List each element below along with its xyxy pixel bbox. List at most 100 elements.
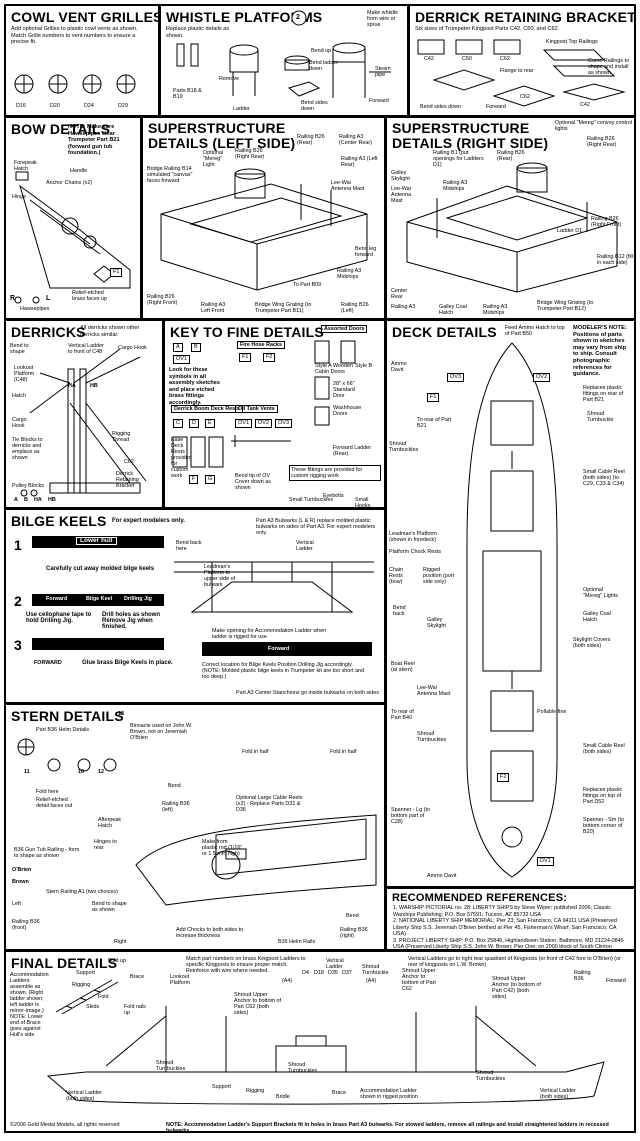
part-label: D24 (84, 103, 94, 109)
bow-label: Forepeak Hatch (14, 160, 37, 172)
stern-label: 12 (98, 769, 104, 775)
final-label: Skids (86, 1004, 100, 1010)
super-right-label: Railing B26 (Right Front) (591, 216, 622, 228)
deck-label: Skylight Covers (both sides) (573, 637, 611, 649)
final-label: Accommodation Ladder shown in rigged pos… (360, 1088, 418, 1100)
super-right-label: Ladder D1 (557, 228, 583, 234)
whistle-label: Steam pipe (375, 66, 391, 78)
derrick-label: HB (48, 497, 56, 503)
final-label: Support (76, 970, 95, 976)
stern-label: Part B36 Helm Details (36, 727, 90, 733)
bow-label: Relief-etched brass faces up (72, 290, 108, 302)
super-right-label: Optional "Mereg" convoy control lights (555, 120, 632, 132)
stern-label: B36 Helm Rails (278, 939, 316, 945)
helm-drawing (17, 738, 117, 772)
bow-drawing (14, 171, 131, 304)
symbol-badge: D (189, 419, 199, 428)
panel-final-details: FINAL DETAILS Accommodation Ladders asse… (6, 952, 634, 1131)
derrick-label: Bend to shape (10, 343, 29, 355)
deck-label: Shroud Turnbuckles (417, 731, 447, 743)
stern-label: Right (114, 939, 127, 945)
forward-bar (202, 642, 372, 656)
legend-right: R (10, 295, 16, 302)
symbol-badge: F1 (239, 353, 252, 362)
deck-label: Ammo Davit (427, 873, 457, 879)
panel-stern-details: STERN DETAILS Part B36 Helm Details 11 1… (6, 705, 384, 949)
derrick-label: HA (68, 383, 76, 389)
deck-label: Platform Chock Rests (389, 549, 442, 555)
key-label: Washhouse Doors (333, 405, 362, 417)
key-label: Bend tip of OV Cover down as shown (235, 473, 271, 491)
bilge-label: Leadman's Platform to upper side of bulw… (204, 564, 236, 588)
whistle-label: Remove (219, 76, 240, 82)
stern-label: Fold in half (330, 749, 357, 755)
derrick-label: Tie Blocks to derricks and emplace as sh… (12, 437, 43, 461)
bracket-drawing (417, 39, 626, 107)
deck-label: To rear of Part B40 (391, 709, 414, 721)
symbol-badge: OV3 (275, 419, 293, 428)
final-label: (A4) (366, 978, 377, 984)
bilge-label: Drill holes as shown Remove Jig when fin… (102, 612, 161, 630)
panel-superstructure-right: SUPERSTRUCTURE DETAILS (RIGHT SIDE) Opti… (387, 118, 634, 318)
stern-label: Hinges to rear (94, 839, 117, 851)
whistle-label: Ladder (233, 106, 250, 112)
whistle-label: Bend up (311, 48, 332, 54)
bilge-label: Make opening for Accommodation Ladder wh… (212, 628, 327, 640)
step-number: 1 (14, 537, 22, 553)
final-label: Vertical Ladders go to right rear quadra… (408, 956, 621, 968)
final-label: Brace (332, 1090, 347, 1096)
group-label: Oil Tank Vents (235, 405, 278, 413)
bilge-label: FORWARD (34, 660, 62, 666)
deck-label: Galley Coal Hatch (583, 611, 611, 623)
stern-label: B36 Gun Tub Railing - form to shape as s… (14, 847, 80, 859)
accommodation-ladder-drawing (55, 979, 119, 1015)
final-label: Shroud Turnbuckles (156, 1060, 186, 1072)
final-label: Shroud Upper Anchor to bottom of Part C6… (402, 968, 436, 992)
super-left-label: Optional "Mereg" Light (203, 150, 224, 168)
final-label: Fold (98, 994, 109, 1000)
derrick-label: Lookout Platform (C48) (14, 365, 35, 383)
bracket-label: C42 (424, 56, 434, 62)
final-label: Railing B36 (574, 970, 591, 982)
section-note: All derricks shown other derricks simila… (80, 325, 140, 338)
door-drawing (314, 340, 356, 426)
stern-label: Railing B36 (front) (12, 919, 40, 931)
deck-label: Lee-Wai Antenna Mast (417, 685, 451, 697)
stern-label: Brown (12, 879, 29, 885)
super-left-label: Bridge Wing Grating (to Trumpeter Part B… (255, 302, 312, 314)
section-title: COWL VENT GRILLES (11, 9, 158, 25)
bilge-label: Bend back here (176, 540, 202, 552)
key-label: Ease Deck Rests provided for custom work (171, 437, 192, 479)
super-left-label: Railing B26 (Left) (341, 302, 369, 314)
stern-label: Afterpeak Hatch (98, 817, 122, 829)
section-title: BOW DETAILS (11, 121, 111, 137)
deck-label: Boat Reel (at stern) (391, 661, 415, 673)
fitting-symbol-f1: F1 (110, 268, 123, 277)
super-right-label: Railing A3 Midships (443, 180, 468, 192)
stern-label: O'Brien (12, 867, 32, 873)
section-note: Six sizes of Trumpeter Kingpost Parts C4… (415, 26, 560, 32)
deck-label: Spanner - Sm (to bottom corner of B20) (583, 817, 625, 835)
deck-label: Ammo Davit (391, 361, 407, 373)
super-left-label: Railing A3 Left Front (201, 302, 226, 314)
bracket-label: C62 (500, 56, 510, 62)
super-right-label: Bridge Wing Grating (to Trumpeter Part B… (537, 300, 594, 312)
deck-label: Shroud Turnbuckle (587, 411, 614, 423)
final-label: Match part numbers on brass Kingpost Lad… (186, 956, 306, 974)
section-title: STERN DETAILS (11, 708, 124, 724)
bilge-label: Use cellophane tape to hold Drilling Jig… (26, 612, 92, 624)
super-left-label: Railing B26 (Right Front) (147, 294, 178, 306)
deck-label: Rigged position (port side only) (423, 567, 455, 585)
final-label: D35 (328, 970, 338, 976)
final-label: D4 (302, 970, 309, 976)
deck-label: To rear of Part B21 (417, 417, 452, 429)
panel-references: RECOMMENDED REFERENCES: 1. WARSHIP PICTO… (387, 889, 634, 949)
section-note: Add optional Grilles to plastic cowl ven… (11, 26, 138, 46)
final-label: Vertical Ladder (both sides) (66, 1090, 102, 1102)
whistle-label: Make whistle from wire or sprue (367, 10, 399, 28)
step-number: 2 (14, 593, 22, 609)
stern-label: Fold here (36, 789, 59, 795)
section-title: DECK DETAILS (392, 324, 497, 340)
super-right-label: Railing B26 (Right Rear) (587, 136, 617, 148)
panel-derrick-retaining-brackets: DERRICK RETAINING BRACKETS Six sizes of … (410, 6, 634, 115)
